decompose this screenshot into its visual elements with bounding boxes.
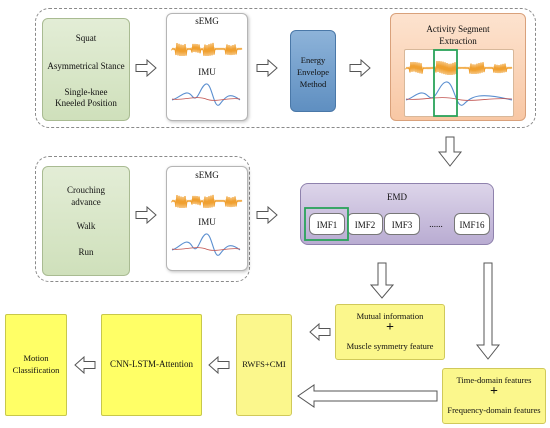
cnn-lstm-attention-box [101,314,202,416]
energy-envelope-box [290,30,336,112]
imf-16: IMF16 [454,213,490,235]
activity-kneeled-position: Kneeled Position [55,98,117,108]
mutual-line-2: Muscle symmetry feature [346,341,434,351]
time-freq-box [442,368,546,424]
top-group-frame [35,8,536,128]
arrow-rwfs-to-cnn [208,356,230,374]
emd-title: EMD [387,192,407,202]
activity-walk: Walk [76,221,96,231]
energy-line-3: Method [299,79,327,89]
signal-panel-1 [166,13,248,121]
energy-line-1: Energy [300,55,326,65]
imf1-highlight [304,207,349,241]
time-freq-plus: + [490,384,498,399]
activity-panel-2 [42,166,130,276]
arrow-signal-to-emd [256,206,278,224]
arrow-mutual-to-rwfs [309,323,331,341]
motion-line-2: Classification [12,365,60,375]
cnn-lstm-attention-label: CNN-LSTM-Attention [110,359,193,369]
arrow-activity-to-signal-1 [135,59,157,77]
imu-trace-2 [171,233,241,256]
time-domain-label: Time-domain features [456,375,532,385]
segment-semg-trace [405,60,513,76]
imu-trace-1 [171,83,241,106]
activity-squat: Squat [75,33,97,43]
mutual-plus: + [386,320,394,335]
motion-line-1: Motion [23,353,49,363]
arrow-segment-to-emd [437,136,463,167]
activity-panel-1 [42,18,130,121]
segment-line-2: Extraction [439,36,477,46]
rwfs-cmi-label: RWFS+CMI [242,359,286,369]
arrow-emd-to-timefreq [475,262,501,360]
arrow-energy-to-segment [349,59,371,77]
activity-advance: advance [71,197,101,207]
imf-3: IMF3 [384,213,420,235]
semg-trace-1 [171,42,243,57]
segment-signal-area [404,49,514,117]
semg-trace-2 [171,194,243,209]
arrow-activity-to-signal-2 [135,206,157,224]
segment-line-1: Activity Segment [426,24,490,34]
imf-ellipsis: ...... [429,219,443,229]
activity-run: Run [78,247,94,257]
motion-classification-box [5,314,67,416]
activity-asymmetrical-stance: Asymmetrical Stance [47,61,125,71]
arrow-signal-to-energy [256,59,278,77]
mutual-line-1: Mutual information [356,311,424,321]
arrow-timefreq-to-rwfs [297,384,438,408]
imu-label-1: IMU [198,67,216,77]
activity-single-knee: Single-knee [64,87,108,97]
middle-group-frame [35,156,250,282]
signal-panel-2 [166,166,248,271]
segment-imu-trace [405,81,513,106]
arrow-cnn-to-motion [74,356,96,374]
rwfs-cmi-box [236,314,292,416]
energy-line-2: Envelope [296,67,330,77]
semg-label-2: sEMG [195,170,219,180]
segment-highlight [433,49,458,117]
mutual-info-box [335,304,445,360]
activity-crouching: Crouching [67,185,105,195]
frequency-domain-label: Frequency-domain features [447,405,541,415]
imu-label-2: IMU [198,217,216,227]
arrow-emd-to-mutual [369,262,395,299]
imf-1: IMF1 [309,213,345,235]
semg-label-1: sEMG [195,16,219,26]
